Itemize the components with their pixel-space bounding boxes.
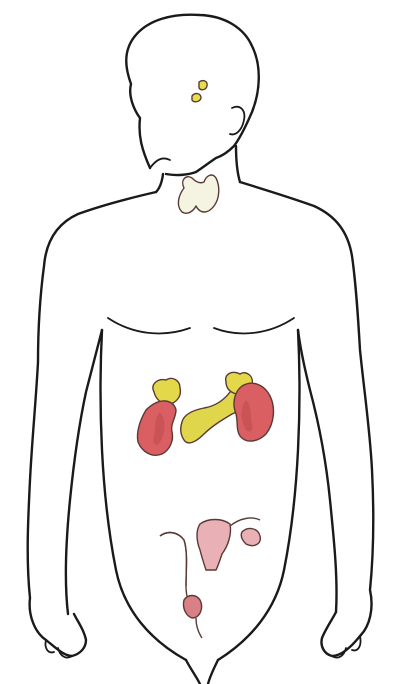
- head: [125, 13, 260, 177]
- adrenal-gland-left: [152, 377, 182, 405]
- kidney-right: [233, 382, 275, 442]
- pituitary-gland: [191, 79, 208, 103]
- thyroid-gland: [177, 174, 220, 215]
- male-reproductive-organs: [159, 531, 203, 639]
- neck: [154, 144, 242, 194]
- torso: [26, 180, 375, 684]
- female-reproductive-organs: [196, 517, 261, 571]
- kidney-left: [136, 400, 177, 456]
